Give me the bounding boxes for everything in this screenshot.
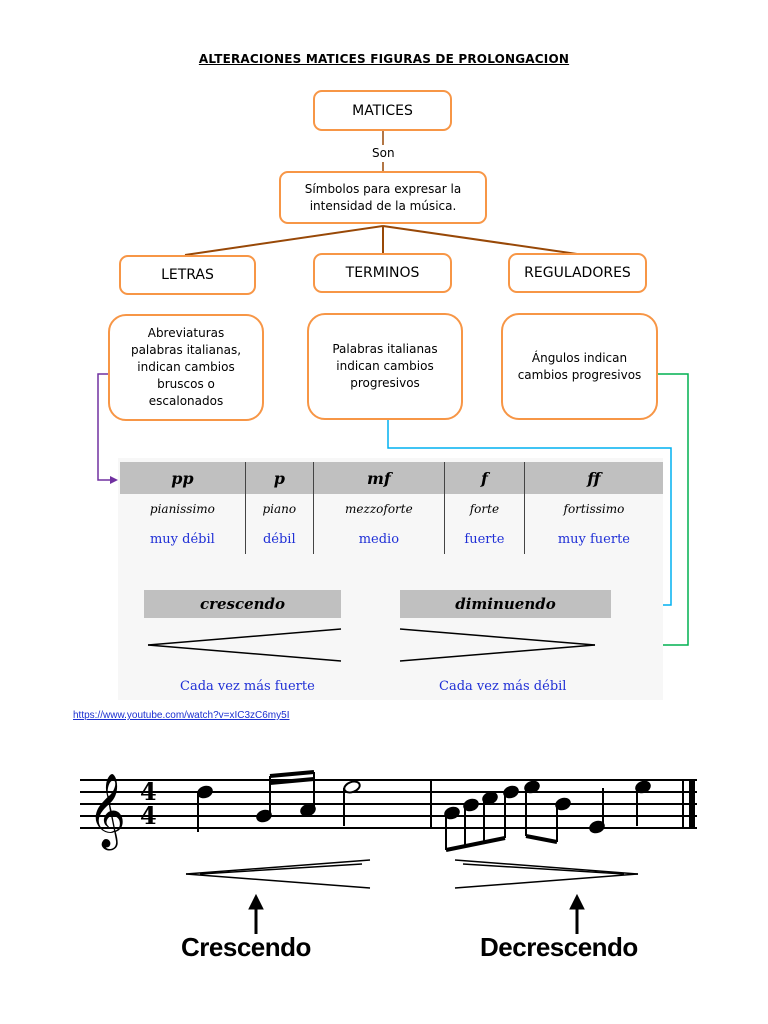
reguladores-description: Ángulos indican cambios progresivos — [517, 350, 642, 382]
decrescendo-hairpin-example — [454, 859, 639, 889]
definition-text: Símbolos para expresar la intensidad de … — [304, 181, 462, 213]
svg-text:4: 4 — [140, 801, 157, 830]
symbol-cell: p — [244, 462, 314, 494]
terminos-description-box: Palabras italianas indican cambios progr… — [307, 313, 463, 420]
symbol-row: pp p mf f ff — [120, 462, 663, 494]
meaning-cell: fuerte — [443, 524, 525, 554]
treble-clef-icon: 𝄞 — [88, 774, 126, 851]
crescendo-meaning: Cada vez más fuerte — [180, 679, 315, 694]
name-cell: forte — [443, 494, 525, 524]
up-arrow-icon — [248, 893, 264, 934]
diminuendo-meaning: Cada vez más débil — [439, 679, 567, 694]
symbol-cell: mf — [312, 462, 445, 494]
crescendo-hairpin — [147, 628, 342, 662]
name-row: pianissimo piano mezzoforte forte fortis… — [120, 494, 663, 524]
symbol-cell: f — [443, 462, 525, 494]
up-arrow-icon — [569, 893, 585, 934]
connector-son: Son — [372, 146, 395, 160]
reguladores-box: REGULADORES — [508, 253, 647, 293]
dynamics-table: pp p mf f ff pianissimo piano mezzoforte… — [120, 462, 663, 554]
terminos-description: Palabras italianas indican cambios progr… — [332, 342, 438, 390]
terminos-box: TERMINOS — [313, 253, 452, 293]
symbol-cell: ff — [523, 462, 663, 494]
matices-label: MATICES — [352, 102, 413, 119]
matices-box: MATICES — [313, 90, 452, 131]
name-cell: fortissimo — [523, 494, 663, 524]
name-cell: mezzoforte — [312, 494, 445, 524]
crescendo-hairpin-example — [185, 859, 371, 889]
meaning-row: muy débil débil medio fuerte muy fuerte — [120, 524, 663, 554]
definition-box: Símbolos para expresar la intensidad de … — [279, 171, 487, 224]
meaning-cell: muy débil — [149, 531, 215, 547]
name-cell: pianissimo — [149, 502, 215, 516]
meaning-cell: muy fuerte — [523, 524, 663, 554]
crescendo-bar: crescendo — [144, 590, 341, 618]
svg-text:4: 4 — [140, 777, 157, 806]
diminuendo-bar: diminuendo — [400, 590, 611, 618]
crescendo-caption: Crescendo — [181, 932, 311, 962]
meaning-cell: medio — [312, 524, 445, 554]
letras-box: LETRAS — [119, 255, 256, 295]
symbol-cell: pp — [120, 462, 246, 494]
letras-description: Abreviaturas palabras italianas, indican… — [130, 326, 242, 408]
letras-description-box: Abreviaturas palabras italianas, indican… — [108, 314, 264, 421]
page-title: ALTERACIONES MATICES FIGURAS DE PROLONGA… — [198, 52, 570, 66]
reguladores-label: REGULADORES — [524, 265, 631, 281]
reguladores-description-box: Ángulos indican cambios progresivos — [501, 313, 658, 420]
terminos-label: TERMINOS — [345, 265, 420, 281]
decrescendo-caption: Decrescendo — [480, 932, 638, 962]
name-cell: piano — [244, 494, 314, 524]
diminuendo-hairpin — [399, 628, 596, 662]
letras-label: LETRAS — [161, 267, 214, 283]
meaning-cell: débil — [244, 524, 314, 554]
youtube-link[interactable]: https://www.youtube.com/watch?v=xIC3zC6m… — [73, 710, 290, 721]
